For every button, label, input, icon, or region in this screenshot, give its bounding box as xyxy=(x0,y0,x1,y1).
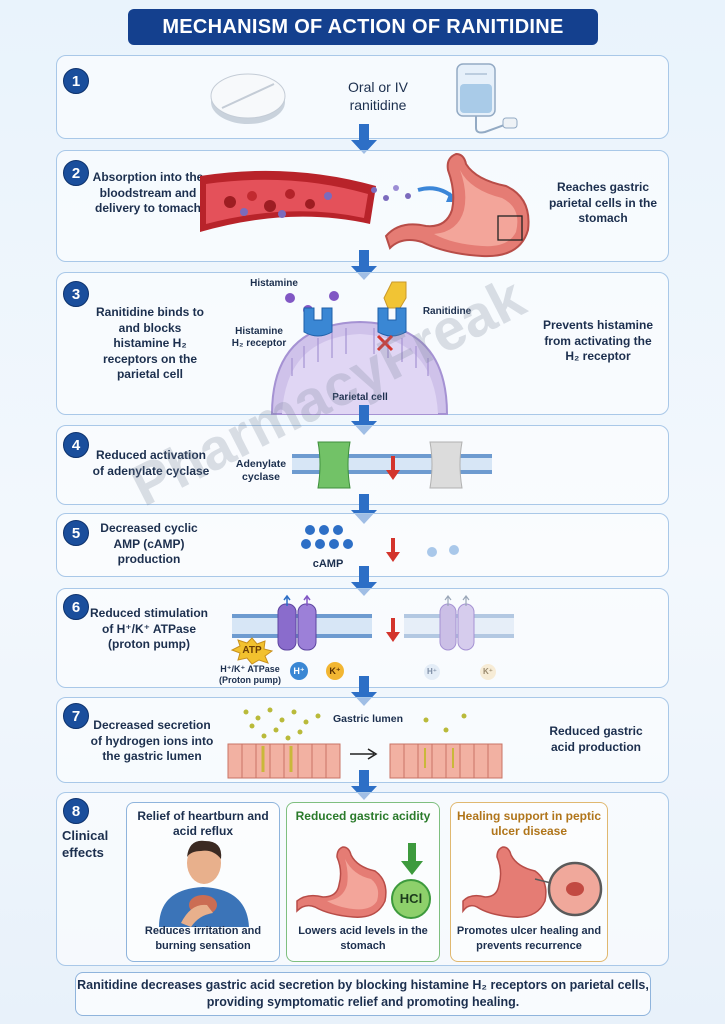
gastric-lumen-label: Gastric lumen xyxy=(332,713,404,725)
step-3-text: Ranitidine binds to and blocks histamine… xyxy=(96,305,204,382)
card-heartburn-body: Reduces irritation and burning sensation xyxy=(144,925,262,952)
flow-arrow-1 xyxy=(351,124,377,154)
blood-vessel-illustration xyxy=(200,170,376,232)
step-5-number: 5 xyxy=(63,520,89,546)
atp-burst-icon xyxy=(230,637,274,665)
parietal-cell-illustration xyxy=(270,320,449,415)
adenylate-cyclase-label: Adenylate cyclase xyxy=(235,458,287,483)
step-4-number: 4 xyxy=(63,432,89,458)
histamine-label: Histamine xyxy=(250,278,298,289)
camp-molecules xyxy=(301,525,353,549)
card-ulcer-body: Promotes ulcer healing and prevents recu… xyxy=(456,925,602,952)
step-3-number: 3 xyxy=(63,281,89,307)
step-1-text: Oral or IV ranitidine xyxy=(348,79,408,114)
h-ion-badge: H⁺ xyxy=(290,662,308,680)
step-2-text: Absorption into the bloodstream and deli… xyxy=(92,170,204,216)
step-1-number: 1 xyxy=(63,68,89,94)
drug-particles xyxy=(371,185,458,202)
card-heartburn-title: Relief of heartburn and acid reflux xyxy=(137,809,269,838)
block-x-icon xyxy=(376,334,394,352)
step-7-side-text: Reduced gastric acid production xyxy=(549,724,643,754)
summary-box: Ranitidine decreases gastric acid secret… xyxy=(75,972,651,1016)
camp-molecules-reduced xyxy=(427,545,459,557)
hcl-badge: HCl xyxy=(391,879,431,919)
h2-receptor-blocked xyxy=(377,307,407,337)
step-7-panel xyxy=(56,697,669,783)
stomach-acidity-illustration xyxy=(296,846,387,918)
h2-receptor-label: Histamine H₂ receptor xyxy=(231,326,287,349)
card-ulcer: Healing support in peptic ulcer disease … xyxy=(450,802,608,962)
decrease-arrow-6 xyxy=(386,618,400,642)
person-heartburn-illustration xyxy=(159,840,249,927)
gastric-epithelium-active xyxy=(227,707,341,779)
iv-bag-icon xyxy=(456,63,518,134)
k-ion-faded: K⁺ xyxy=(480,664,496,680)
step-6-text: Reduced stimulation of H⁺/K⁺ ATPase (pro… xyxy=(90,606,209,652)
step-8-number: 8 xyxy=(63,798,89,824)
decrease-arrow-5 xyxy=(386,538,400,562)
decrease-arrow-4 xyxy=(386,456,400,480)
parietal-cell-label: Parietal cell xyxy=(332,392,388,403)
step-6-number: 6 xyxy=(63,594,89,620)
atp-label: ATP xyxy=(242,645,262,656)
k-ion-badge: K⁺ xyxy=(326,662,344,680)
card-acidity-body: Lowers acid levels in the stomach xyxy=(298,925,428,952)
card-acidity: Reduced gastric acidity HCl Lowers acid … xyxy=(286,802,440,962)
proton-pump-label: H⁺/K⁺ ATPase (Proton pump) xyxy=(219,664,281,685)
card-acidity-title: Reduced gastric acidity xyxy=(295,809,431,823)
step-3-side-text: Prevents histamine from activating the H… xyxy=(542,318,654,364)
camp-label: cAMP xyxy=(312,558,344,570)
h-ion-faded: H⁺ xyxy=(424,664,440,680)
tablet-icon xyxy=(210,73,286,124)
stomach-illustration xyxy=(384,152,530,258)
h2-receptor-histamine xyxy=(303,307,333,337)
card-ulcer-title: Healing support in peptic ulcer disease xyxy=(456,809,601,838)
page-title: MECHANISM OF ACTION OF RANITIDINE xyxy=(128,9,598,45)
membrane-proton-pump xyxy=(232,594,372,651)
step-2-number: 2 xyxy=(63,160,89,186)
ranitidine-label: Ranitidine xyxy=(422,306,472,317)
step-2-side-text: Reaches gastric parietal cells in the st… xyxy=(548,180,658,226)
step-7-text: Decreased secretion of hydrogen ions int… xyxy=(90,718,214,764)
step-8-text: Clinical effects xyxy=(62,828,109,860)
gastric-epithelium-reduced xyxy=(389,713,503,779)
stomach-ulcer-illustration xyxy=(462,846,603,918)
step-4-text: Reduced activation of adenylate cyclase xyxy=(92,448,210,478)
card-heartburn: Relief of heartburn and acid reflux Redu… xyxy=(126,802,280,962)
step-7-number: 7 xyxy=(63,703,89,729)
down-arrow-green xyxy=(401,843,423,875)
step-5-text: Decreased cyclic AMP (cAMP) production xyxy=(100,521,198,567)
transition-arrow xyxy=(350,748,378,760)
membrane-proton-pump-reduced xyxy=(404,595,514,651)
